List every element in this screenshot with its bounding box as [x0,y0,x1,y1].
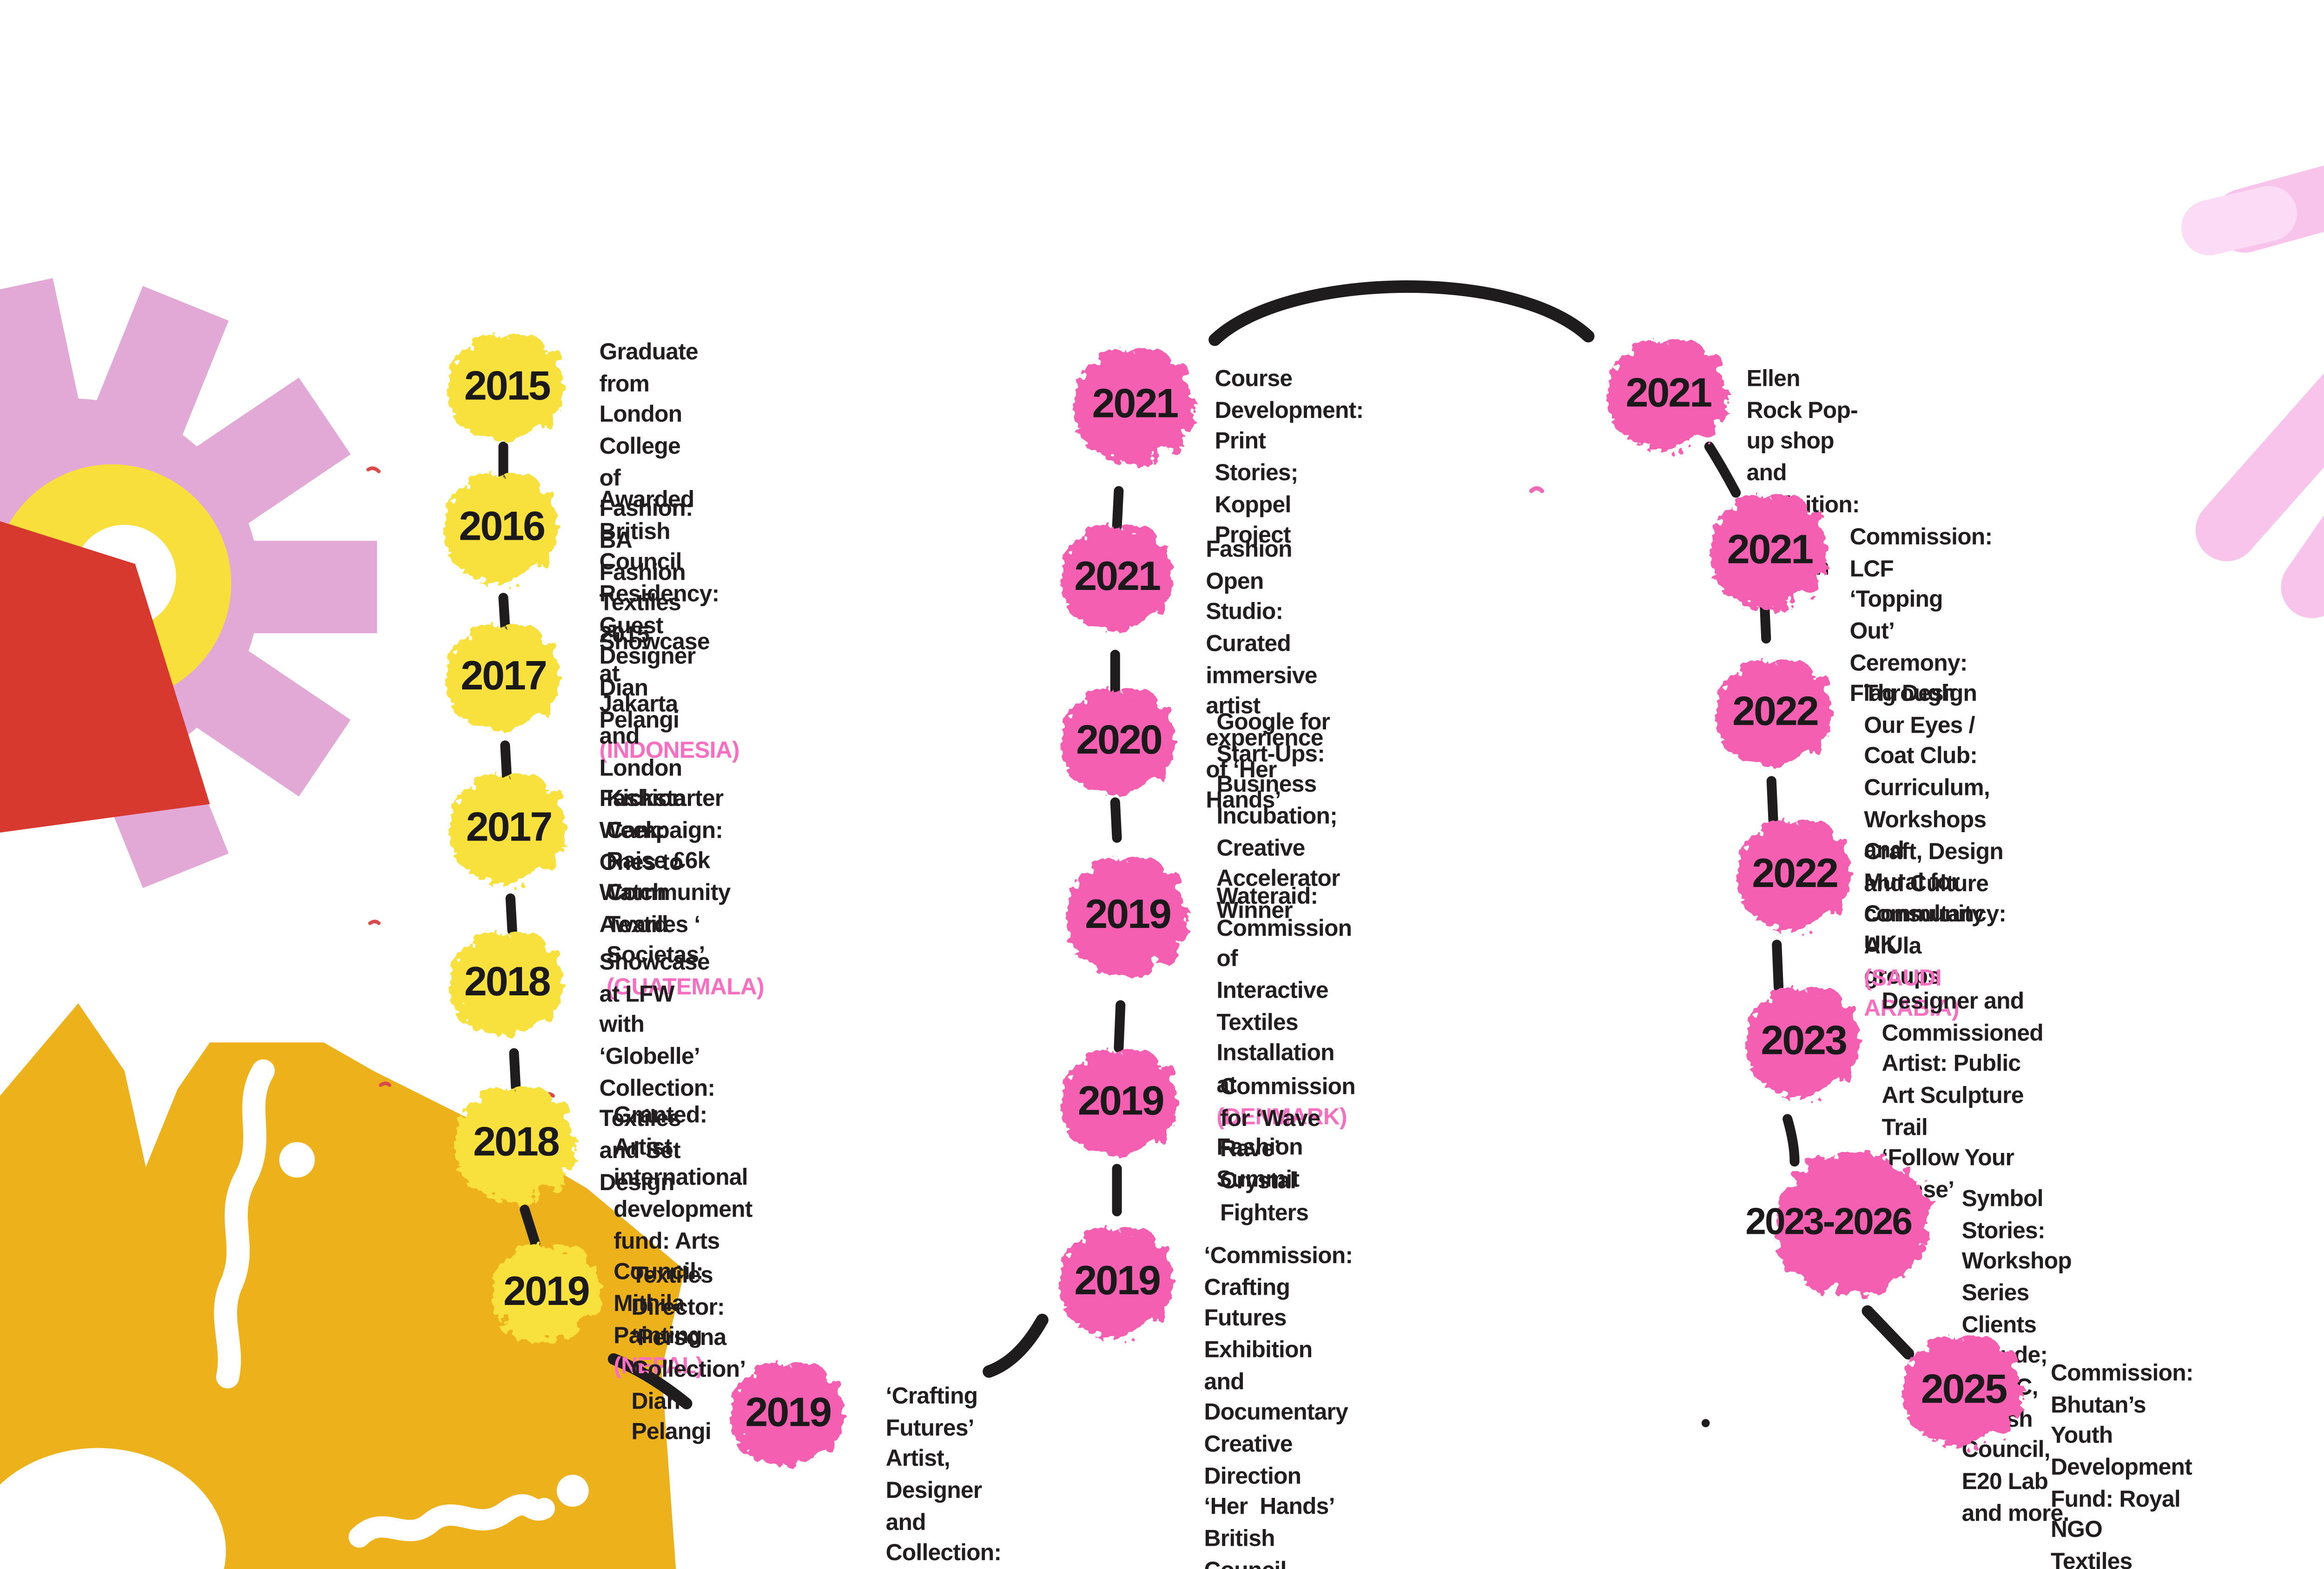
milestone-text: Google for Start-Ups: Business Incubatio… [1216,708,1340,924]
year-label: 2019 [503,1267,590,1314]
year-label: 2022 [1732,688,1819,734]
year-label: 2017 [466,803,553,850]
year-splat [1737,820,1852,931]
flower-illustration [0,278,377,888]
white-circle-cutout [0,1448,226,1569]
year-label: 2023-2026 [1745,1202,1913,1243]
year-label: 2017 [461,652,548,699]
milestone-text: Commission: Bhutan’s Youth Development F… [2050,1359,2193,1569]
milestone-text: Designer and Commissioned Artist: Public… [1882,987,2043,1203]
milestone-text: Craft, Design and Culture Consultancy: A… [1864,838,2007,1022]
year-splat [1074,348,1195,463]
year-label: 2019 [1085,890,1172,937]
milestone-text: Textiles Director: ‘Persona Collection’ … [631,1261,745,1445]
year-label: 2023 [1761,1017,1848,1063]
white-dot-cutout [279,1142,315,1178]
milestone-text: Commission: LCF ‘Topping Out’ Ceremony: … [1849,523,1993,707]
country-label: (INDONESIA) [599,737,740,764]
year-splat [446,624,561,731]
milestone-text: Course Development: Print Stories; Koppe… [1215,364,1364,549]
year-label: 2019 [745,1388,832,1435]
milestone-text: Granted: Artist international developmen… [614,1101,753,1379]
year-splat [448,334,566,441]
white-squiggle [214,1059,275,1389]
country-label: (NEPAL) [614,1352,703,1379]
year-splat [1608,339,1729,450]
year-splat [492,1244,600,1343]
year-label: 2019 [1074,1257,1161,1304]
year-splat [1067,857,1188,975]
thumb-tip [2181,185,2297,256]
milestone-text: Awarded British Council Residency: Guest… [599,485,740,764]
year-label: 2021 [1727,526,1814,572]
milestone-text: Graduate from London College of Fashion:… [599,338,699,648]
year-splat [1062,1049,1179,1157]
year-splat [444,473,559,584]
year-splat [1062,688,1176,795]
year-label: 2019 [1077,1077,1165,1124]
year-label: 2022 [1752,849,1839,896]
country-label: (SAUDI ARABIA) [1864,963,1959,1022]
curve-connector [983,1313,1049,1378]
finger [2195,373,2324,562]
year-label: 2021 [1092,380,1179,426]
year-label: 2016 [459,503,546,549]
arc-connector [1208,280,1595,346]
year-label: 2018 [464,958,551,1005]
year-splat [1903,1336,2024,1446]
red-wedge [0,521,210,833]
milestone-text: ‘Crafting Futures’ Artist, Designer and … [885,1382,1002,1566]
milestone-text: Through Our Eyes / Coat Club: Curriculum… [1864,679,1990,989]
year-splat [1062,524,1172,632]
year-label: 2018 [473,1118,560,1165]
year-splat [1776,1152,1930,1295]
year-label: 2025 [1921,1365,2008,1412]
milestone-text: Kickstarter Campaign: Raise £6k Communit… [606,784,765,1000]
year-splat [455,1087,576,1201]
year-splat [1716,660,1834,767]
year-splat [731,1363,845,1466]
milestone-text: Showcase at LFW with ‘Globelle’ Collecti… [599,948,715,1195]
year-splat [1060,1227,1174,1338]
black-dot [1701,1419,1710,1428]
white-squiggle [348,1494,555,1548]
year-splat [1746,987,1861,1098]
country-label: (GUATEMALA) [606,973,765,1000]
country-label: (DENMARK) [1216,1102,1347,1129]
milestone-text: Showcase at Jakarta and London Fashion W… [599,628,710,938]
milestone-text: Fashion Open Studio: Curated immersive a… [1206,535,1323,814]
milestone-text: ‘Commission: Crafting Futures Exhibition… [1204,1241,1353,1569]
milestone-text: Wateraid: Commission of Interactive Text… [1216,882,1352,1192]
milestone-text: Commission for ‘Wave Rave’ Crystal Fight… [1220,1072,1356,1225]
mustard-shape-illustration [0,1003,685,1569]
pink-hand-illustration [2181,165,2324,618]
year-splat [1711,494,1829,609]
year-label: 2015 [464,362,551,409]
year-splat [450,774,568,884]
curve-connector [607,1353,693,1410]
year-label: 2021 [1625,369,1713,416]
white-dot-cutout [556,1475,589,1507]
year-label: 2020 [1076,716,1163,762]
year-splat [450,932,564,1036]
year-label: 2021 [1074,552,1161,599]
